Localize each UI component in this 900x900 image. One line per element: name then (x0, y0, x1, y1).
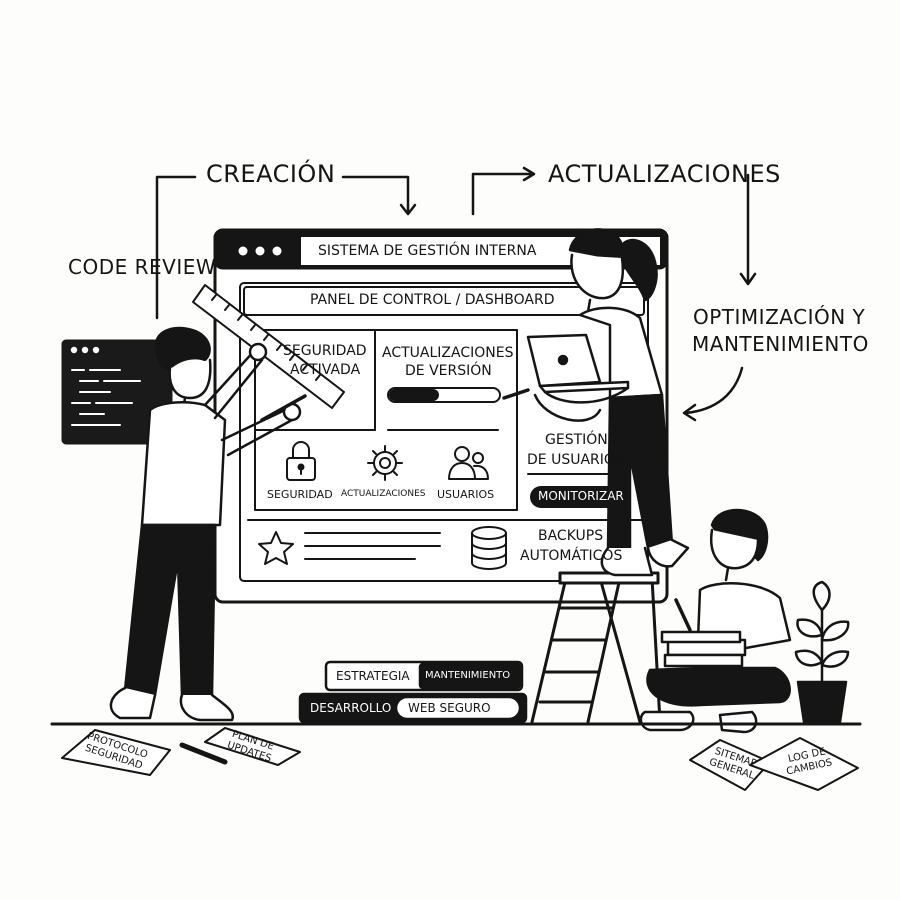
person-top (568, 228, 690, 577)
book-estrategia: ESTRATEGIA (336, 669, 410, 683)
book-web-seguro: WEB SEGURO (408, 701, 491, 715)
version-progress-bar (388, 388, 500, 402)
books-stack (298, 660, 528, 724)
star-icon (258, 531, 294, 565)
gear-icon (367, 445, 403, 481)
ladder (530, 571, 662, 724)
person-left (109, 326, 307, 722)
backups-line1: BACKUPS (538, 528, 604, 544)
flow-arrows (155, 166, 757, 422)
icon-label-seguridad: SEGURIDAD (267, 488, 333, 501)
icon-label-usuarios: USUARIOS (437, 488, 495, 501)
book-desarrollo: DESARROLLO (310, 701, 392, 715)
users-icon (448, 446, 489, 480)
plant-icon (794, 580, 850, 724)
flow-optimizacion-line2: MANTENIMIENTO (692, 332, 869, 356)
database-icon (471, 526, 507, 570)
flow-creacion: CREACIÓN (206, 160, 336, 188)
code-window (61, 339, 173, 445)
person-sitting (639, 508, 792, 734)
flow-code-review: CODE REVIEW (68, 255, 217, 279)
floor-notes (61, 727, 859, 791)
ruler (192, 284, 345, 409)
backups-line2: AUTOMÁTICOS (520, 548, 623, 564)
lock-icon (286, 441, 316, 481)
window-dots-icon (221, 236, 301, 266)
seguridad-activada-line1: SEGURIDAD (283, 343, 367, 359)
flow-actualizaciones: ACTUALIZACIONES (548, 160, 781, 188)
book-mantenimiento: MANTENIMIENTO (425, 670, 511, 681)
panel-title: PANEL DE CONTROL / DASHBOARD (310, 292, 555, 308)
actualizaciones-version-line2: DE VERSIÓN (405, 363, 492, 379)
gestion-line1: GESTIÓN (545, 432, 608, 448)
seguridad-activada-line2: ACTIVADA (290, 362, 361, 378)
window-title: SISTEMA DE GESTIÓN INTERNA (318, 243, 537, 259)
monitorizar-pill (530, 486, 630, 508)
gestion-line2: DE USUARIOS (527, 452, 624, 468)
laptop-icon (502, 333, 630, 422)
monitorizar-button[interactable]: MONITORIZAR (538, 489, 624, 503)
version-progress-fill (388, 388, 438, 402)
flow-optimizacion-line1: OPTIMIZACIÓN Y (693, 305, 866, 329)
icon-label-actualizaciones: ACTUALIZACIONES (341, 489, 426, 499)
actualizaciones-version-line1: ACTUALIZACIONES (382, 345, 514, 361)
